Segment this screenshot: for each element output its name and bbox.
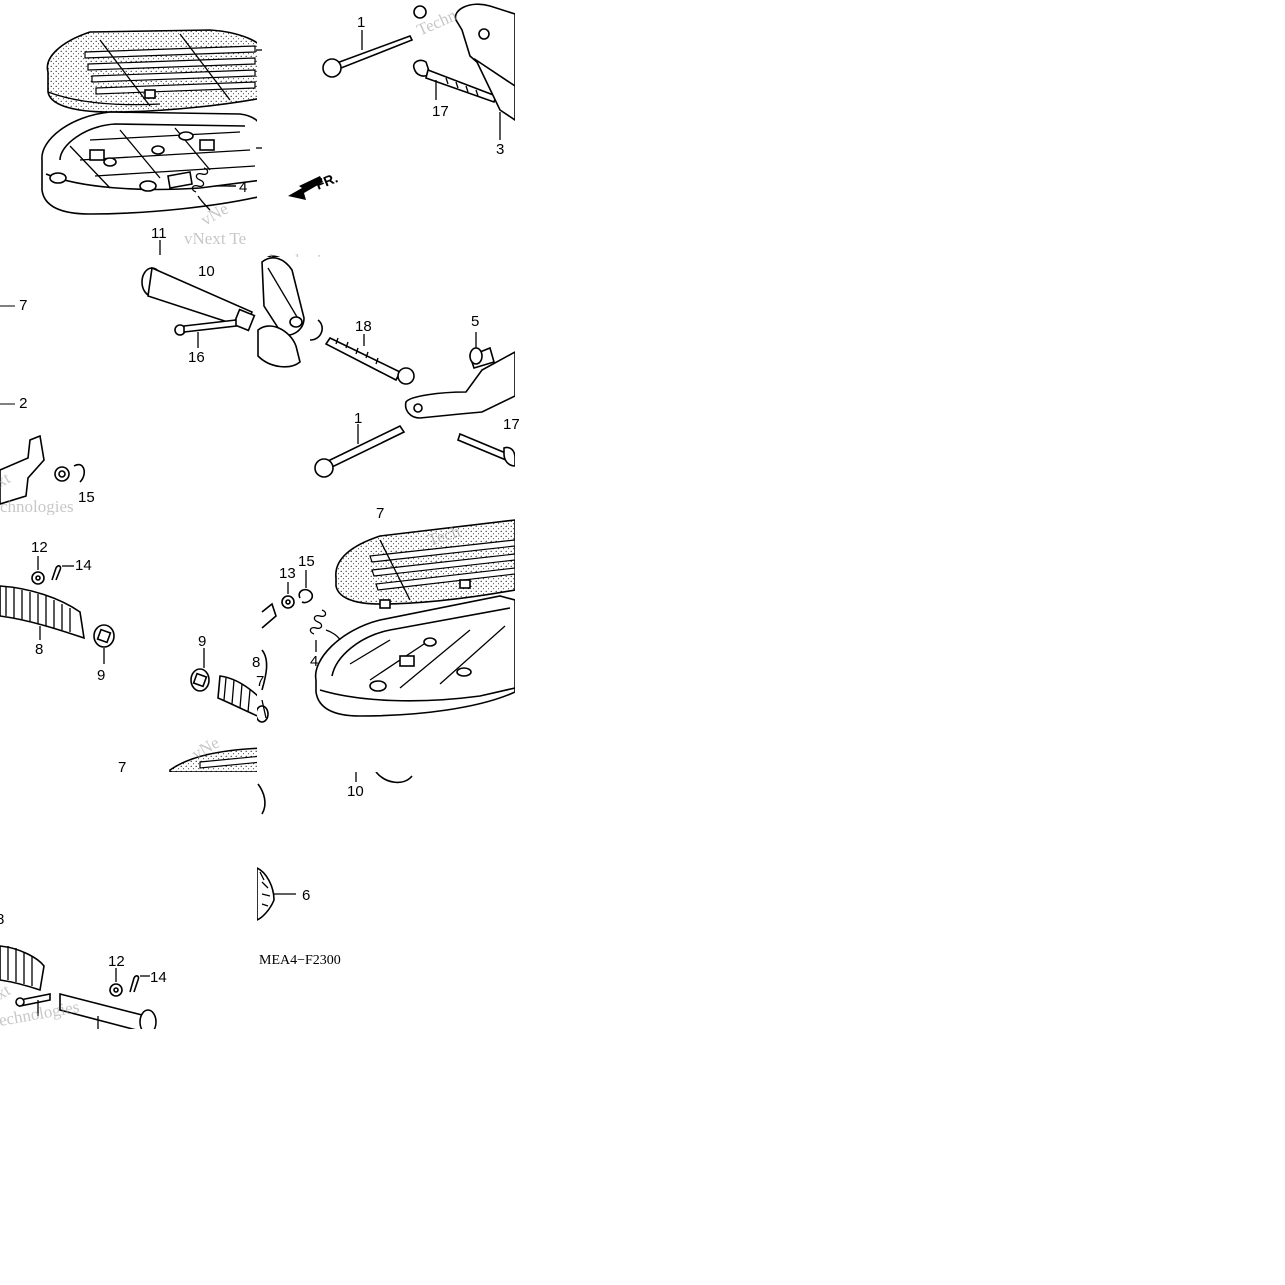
clevis-pin-top bbox=[322, 30, 414, 78]
diagram-code: MEA4−F2300 bbox=[259, 953, 341, 968]
callout-10-top: 10 bbox=[198, 263, 215, 280]
callout-12-left: 12 bbox=[31, 539, 48, 556]
callout-8-bottom: 8 bbox=[0, 911, 4, 928]
tile-middle-left: xt chnologies bbox=[0, 266, 256, 516]
callout-9-mid: 9 bbox=[198, 633, 206, 650]
tile-top-right: FR. Techn chnologies bbox=[262, 3, 515, 270]
callout-14-left: 14 bbox=[75, 557, 92, 574]
bracket-lower bbox=[261, 602, 277, 691]
pivot-pin-shaft bbox=[159, 240, 161, 255]
callout-15-left: 15 bbox=[78, 489, 95, 506]
floorboard-frame bbox=[41, 111, 257, 215]
washer-13 bbox=[281, 582, 295, 609]
callout-12-bottom: 12 bbox=[108, 953, 125, 970]
callout-6: 6 bbox=[302, 887, 310, 904]
callout-14-bottom: 14 bbox=[150, 969, 167, 986]
long-bolt-18 bbox=[324, 334, 415, 385]
watermark-1: vNext Te bbox=[184, 229, 246, 248]
callout-10-bottom: 10 bbox=[347, 783, 364, 800]
rubber-grip-8-left bbox=[0, 585, 85, 640]
callout-7-bottom: 7 bbox=[118, 759, 126, 776]
e-clip-15-right bbox=[298, 570, 314, 604]
watermark-4: chnologies bbox=[262, 251, 336, 270]
washer-12-left bbox=[31, 556, 45, 585]
washer-12-bottom bbox=[109, 968, 123, 997]
floorboard-rubber-pad bbox=[46, 29, 257, 113]
flange-bolt-top bbox=[412, 59, 498, 104]
callout-18: 18 bbox=[355, 318, 372, 335]
hinge-frame-mid bbox=[257, 257, 323, 368]
callout-4-top: 4 bbox=[239, 179, 247, 196]
callout-2: — 2 bbox=[0, 395, 28, 412]
front-direction-label: FR. bbox=[313, 169, 340, 192]
watermark-6: chnologies bbox=[0, 497, 74, 516]
callout-8-left: 8 bbox=[35, 641, 43, 658]
callout-17-mid: 17 bbox=[503, 416, 520, 433]
collar-washer-9-mid bbox=[190, 648, 210, 692]
front-arrow: FR. bbox=[288, 169, 340, 200]
callout-16: 16 bbox=[188, 349, 205, 366]
floorboard-pad-lower bbox=[335, 519, 515, 609]
callout-3: 3 bbox=[496, 141, 504, 158]
callout-7-left: — 7 bbox=[0, 297, 28, 314]
watermark-9: xt bbox=[0, 980, 14, 1003]
step-bracket-top bbox=[413, 3, 515, 140]
tile-bottom-right bbox=[257, 772, 413, 921]
callout-1-mid: 1 bbox=[354, 410, 362, 427]
cotter-pin-14-left bbox=[51, 565, 74, 581]
cotter-pin-14-bottom bbox=[129, 975, 150, 993]
floorboard-pad-lower-mid bbox=[169, 747, 257, 772]
bracket-linkage-top bbox=[266, 255, 280, 257]
rubber-grip-8-mid bbox=[217, 675, 257, 717]
floorboard-edge-6 bbox=[257, 867, 296, 921]
tile-top-left: vNext Te vNe bbox=[41, 29, 257, 255]
pin-bracket-bottom bbox=[257, 772, 413, 815]
leader-lines bbox=[228, 49, 262, 187]
callout-15-right: 15 bbox=[298, 553, 315, 570]
callout-13: 13 bbox=[279, 565, 296, 582]
tile-middle-right bbox=[257, 257, 515, 478]
pivot-pin-shaft-lower bbox=[141, 266, 256, 332]
flange-bolt-mid bbox=[457, 432, 515, 467]
floorboard-frame-lower bbox=[314, 595, 515, 717]
pin-lower bbox=[257, 699, 269, 723]
callout-4-right: 4 bbox=[310, 653, 318, 670]
callout-11: 11 bbox=[151, 225, 167, 242]
callout-9-left: 9 bbox=[97, 667, 105, 684]
callout-8-mid: 8 bbox=[252, 654, 260, 671]
callout-labels: 1 17 3 4 11 10 16 — 7 — 2 18 5 1 17 15 1… bbox=[0, 14, 520, 986]
tile-lower-left: vNe bbox=[0, 556, 257, 772]
return-spring-lower bbox=[309, 609, 341, 652]
bracket-arm-mid bbox=[404, 332, 515, 419]
callout-5: 5 bbox=[471, 313, 479, 330]
clevis-pin-mid bbox=[314, 424, 406, 478]
collar-washer-9-left bbox=[93, 624, 115, 664]
pivot-pin-bottom bbox=[15, 992, 157, 1029]
callout-17-top: 17 bbox=[432, 103, 449, 120]
hex-bolt-16 bbox=[174, 319, 237, 348]
callout-7-top-right: 7 bbox=[376, 505, 384, 522]
callout-1-top: 1 bbox=[357, 14, 365, 31]
tile-bottom-left: xt echnologies bbox=[0, 945, 157, 1029]
callout-7-mid: 7 bbox=[256, 673, 264, 690]
bracket-plate-left bbox=[0, 434, 86, 505]
rubber-grip-8-bottom bbox=[0, 945, 45, 992]
tile-lower-right: Tech bbox=[257, 519, 515, 723]
